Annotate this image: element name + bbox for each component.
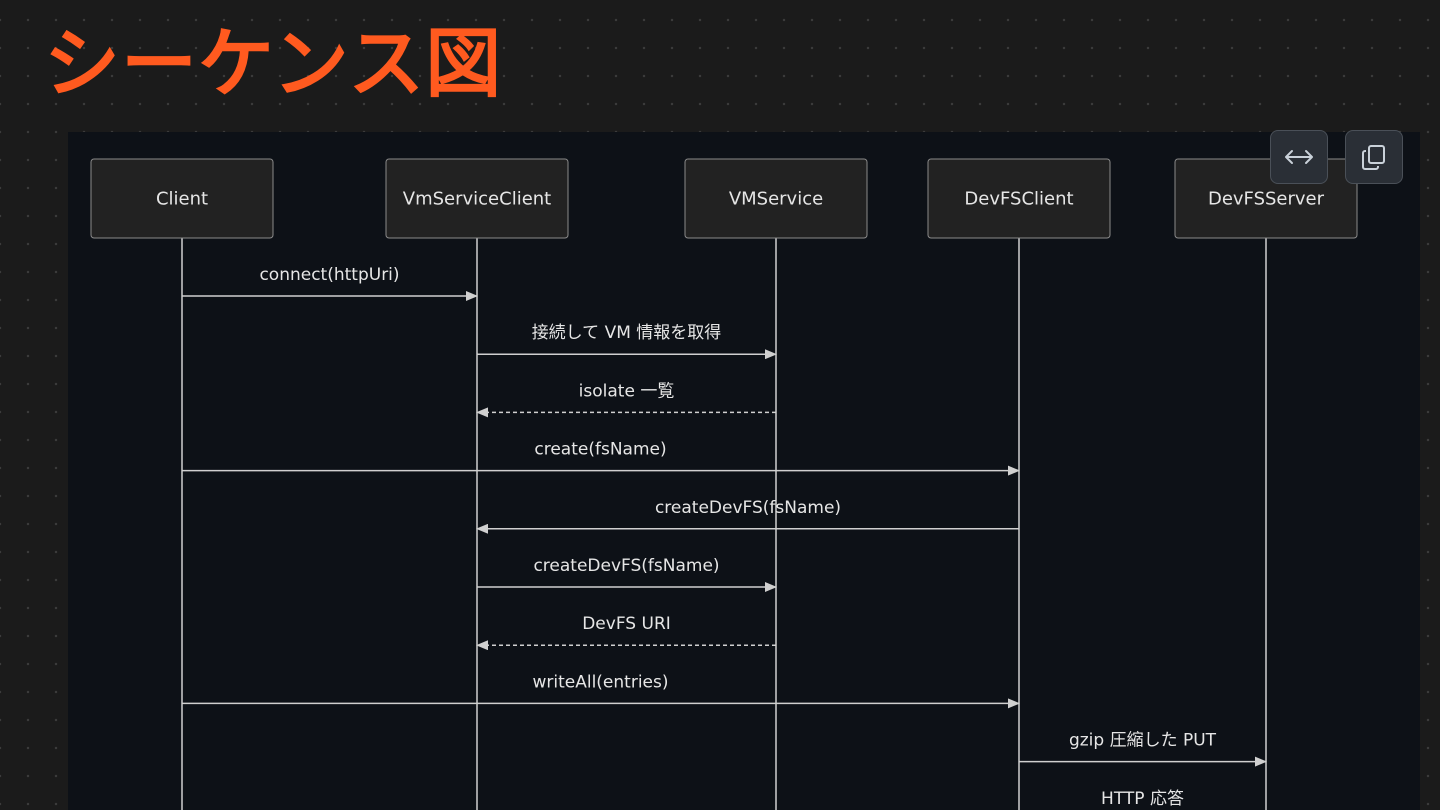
participant-label: DevFSClient	[964, 189, 1073, 210]
message-8: writeAll(entries)	[182, 672, 1020, 709]
participant-vms: VMService	[684, 158, 868, 239]
message-label: DevFS URI	[582, 614, 671, 634]
sequence-diagram-panel: Client VmServiceClient VMService DevFSClien…	[68, 132, 1420, 810]
message-9: gzip 圧縮した PUT	[1019, 731, 1267, 767]
participant-label: DevFSServer	[1208, 189, 1325, 210]
copy-button[interactable]	[1345, 130, 1403, 184]
message-3: isolate 一覧	[476, 381, 776, 418]
participant-box	[90, 158, 274, 239]
message-label: isolate 一覧	[579, 381, 675, 401]
message-6: createDevFS(fsName)	[477, 556, 777, 592]
message-2: 接続して VM 情報を取得	[477, 323, 777, 360]
participant-label: VmServiceClient	[403, 189, 551, 210]
participant-devfss: DevFSServer	[1174, 158, 1358, 239]
participant-box	[684, 158, 868, 239]
participant-box	[385, 158, 569, 239]
participant-label: VMService	[729, 189, 823, 210]
message-4: create(fsName)	[182, 440, 1020, 476]
page-title: シーケンス図	[44, 19, 503, 108]
sequence-diagram: Client VmServiceClient VMService DevFSClien…	[90, 158, 1358, 810]
message-label: writeAll(entries)	[532, 672, 668, 692]
message-label: connect(httpUri)	[259, 265, 399, 285]
message-label: HTTP 応答	[1101, 789, 1184, 809]
participant-label: Client	[156, 189, 208, 210]
message-label: create(fsName)	[534, 440, 666, 460]
participant-devfsc: DevFSClient	[927, 158, 1111, 239]
participant-vmsc: VmServiceClient	[385, 158, 569, 239]
left-right-arrow-icon	[1285, 150, 1313, 164]
participant-box	[927, 158, 1111, 239]
message-label: createDevFS(fsName)	[655, 498, 841, 518]
message-1: connect(httpUri)	[182, 265, 478, 301]
message-5: createDevFS(fsName)	[476, 498, 1019, 534]
participant-client: Client	[90, 158, 274, 239]
message-label: gzip 圧縮した PUT	[1069, 731, 1217, 751]
message-7: DevFS URI	[476, 614, 776, 651]
expand-width-button[interactable]	[1270, 130, 1328, 184]
message-10: HTTP 応答	[1101, 789, 1184, 809]
message-label: createDevFS(fsName)	[533, 556, 719, 576]
message-label: 接続して VM 情報を取得	[532, 323, 722, 343]
copy-icon	[1362, 145, 1385, 170]
